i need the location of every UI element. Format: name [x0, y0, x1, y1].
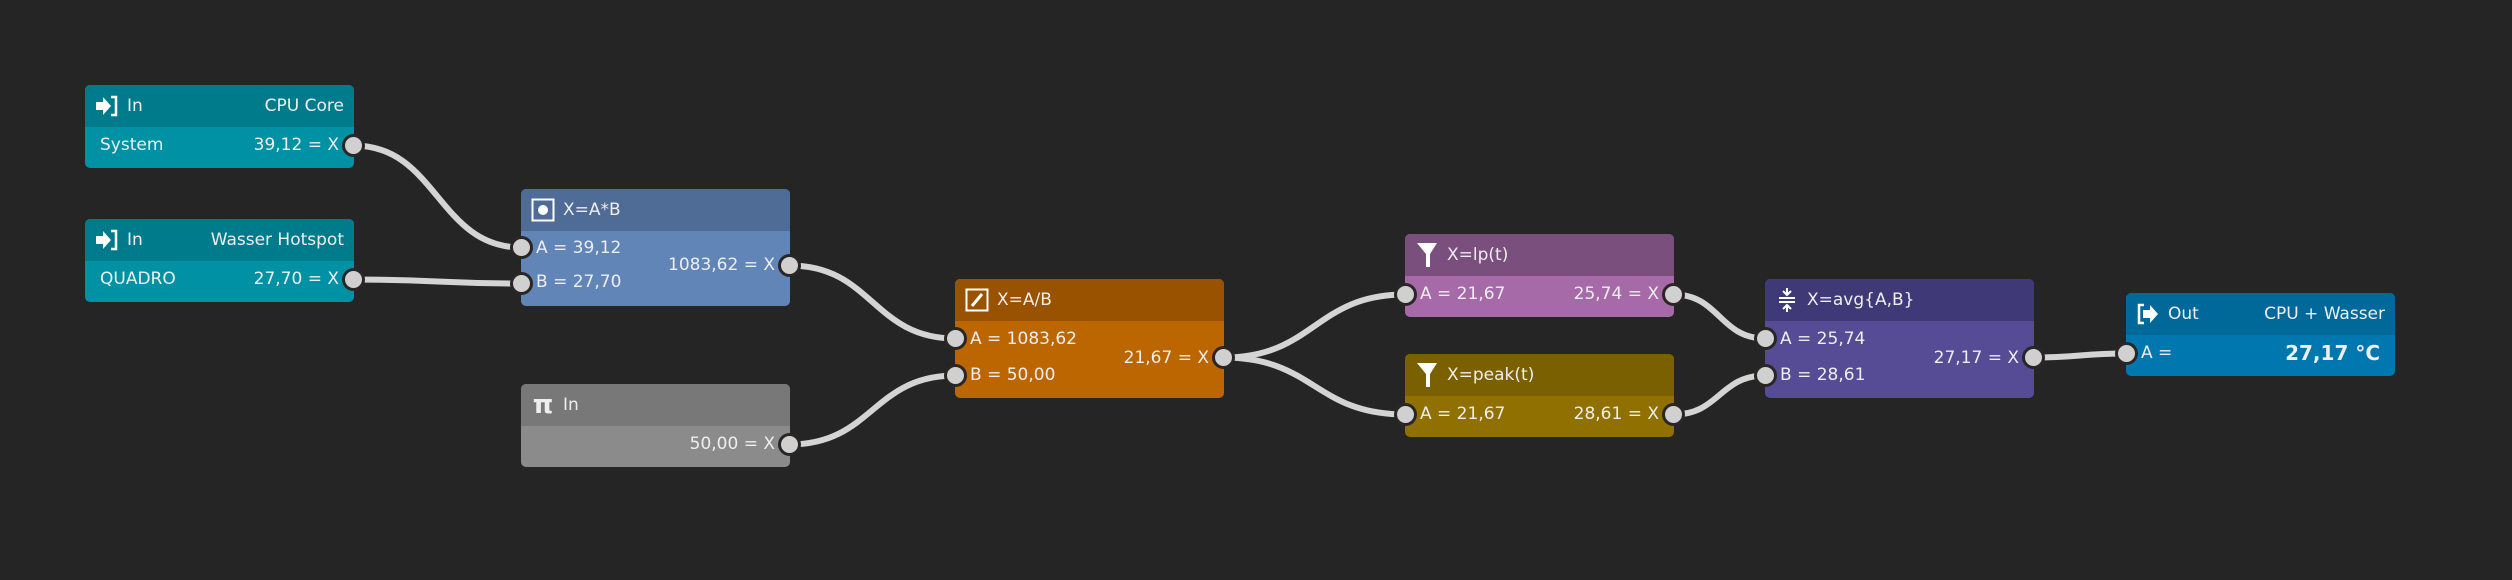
source-label: System: [100, 135, 164, 155]
node-header[interactable]: X=A/B: [955, 279, 1224, 321]
node-title: Wasser Hotspot: [210, 230, 344, 250]
input-b-value: B = 50,00: [970, 365, 1056, 385]
input-port-a[interactable]: [1394, 283, 1417, 306]
multiply-node[interactable]: X=A*B A = 39,12 B = 27,70 1083,62 = X: [510, 189, 801, 306]
node-header[interactable]: X=avg{A,B}: [1765, 279, 2034, 321]
peak-filter-node[interactable]: X=peak(t) A = 21,67 28,61 = X: [1394, 354, 1685, 437]
node-title: CPU + Wasser: [2264, 304, 2385, 324]
input-node-cpu-core[interactable]: In CPU Core System 39,12 = X: [85, 85, 365, 168]
node-body: A = 27,17 °C: [2115, 335, 2390, 371]
average-node[interactable]: X=avg{A,B} A = 25,74 B = 28,61 27,17 = X: [1754, 279, 2045, 398]
output-port[interactable]: [342, 268, 365, 291]
compress-icon: [1775, 288, 1799, 312]
input-port-a[interactable]: [510, 236, 533, 259]
input-port-b[interactable]: [1754, 364, 1777, 387]
output-value: 39,12 = X: [253, 135, 339, 155]
node-title: CPU Core: [264, 96, 344, 116]
output-value: 50,00 = X: [689, 434, 775, 454]
input-a-value: A = 21,67: [1420, 284, 1506, 304]
input-a-value: A = 39,12: [536, 238, 622, 258]
input-port-a[interactable]: [1754, 327, 1777, 350]
output-value: 28,61 = X: [1573, 404, 1659, 424]
output-port[interactable]: [778, 254, 801, 277]
node-body: System 39,12 = X: [90, 127, 365, 163]
input-port-b[interactable]: [510, 272, 533, 295]
lowpass-filter-node[interactable]: X=lp(t) A = 21,67 25,74 = X: [1394, 234, 1685, 317]
output-value: 27,70 = X: [253, 269, 339, 289]
output-value: 27,17 = X: [1933, 348, 2019, 368]
output-value: 25,74 = X: [1573, 284, 1659, 304]
connection-wire[interactable]: [1673, 291, 1766, 342]
input-port-a[interactable]: [2115, 342, 2138, 365]
node-title: X=lp(t): [1447, 245, 1509, 265]
connection-wire[interactable]: [353, 142, 522, 251]
node-type: In: [563, 395, 579, 415]
output-port[interactable]: [1662, 403, 1685, 426]
node-header[interactable]: X=lp(t): [1405, 234, 1674, 276]
input-a-label: A =: [2141, 343, 2173, 363]
output-value: 21,67 = X: [1123, 348, 1209, 368]
node-body: A = 25,74 B = 28,61 27,17 = X: [1754, 321, 2045, 393]
node-title: X=avg{A,B}: [1807, 290, 1915, 310]
connection-wire[interactable]: [1223, 354, 1406, 418]
node-body: 50,00 = X: [526, 426, 801, 462]
node-type: Out: [2168, 304, 2199, 324]
input-port-b[interactable]: [944, 364, 967, 387]
output-port[interactable]: [1662, 283, 1685, 306]
node-body: A = 21,67 28,61 = X: [1394, 396, 1685, 432]
node-header[interactable]: Out CPU + Wasser: [2126, 293, 2395, 335]
node-body: A = 21,67 25,74 = X: [1394, 276, 1685, 312]
input-a-value: A = 25,74: [1780, 329, 1866, 349]
node-title: X=A/B: [997, 290, 1052, 310]
input-b-value: B = 27,70: [536, 272, 622, 292]
node-title: X=peak(t): [1447, 365, 1535, 385]
input-a-value: A = 21,67: [1420, 404, 1506, 424]
filter-icon: [1415, 363, 1439, 387]
source-label: QUADRO: [100, 269, 176, 289]
output-temperature: 27,17 °C: [2285, 341, 2380, 365]
node-type: In: [127, 96, 143, 116]
connection-wire[interactable]: [789, 372, 956, 448]
filter-icon: [1415, 243, 1439, 267]
node-header[interactable]: X=A*B: [521, 189, 790, 231]
connection-wire[interactable]: [1223, 291, 1406, 361]
output-value: 1083,62 = X: [668, 255, 775, 275]
node-header[interactable]: In CPU Core: [85, 85, 354, 127]
output-port[interactable]: [2022, 346, 2045, 369]
pi-icon: π: [532, 390, 554, 420]
constant-node[interactable]: π In 50,00 = X: [521, 384, 801, 467]
connection-wire[interactable]: [1673, 372, 1766, 418]
multiply-dot-icon: [531, 198, 555, 222]
node-title: X=A*B: [563, 200, 621, 220]
node-header[interactable]: X=peak(t): [1405, 354, 1674, 396]
output-node-cpu-wasser[interactable]: Out CPU + Wasser A = 27,17 °C: [2115, 293, 2395, 376]
output-port[interactable]: [342, 134, 365, 157]
node-header[interactable]: In Wasser Hotspot: [85, 219, 354, 261]
input-port-a[interactable]: [944, 327, 967, 350]
sign-in-icon: [95, 94, 119, 118]
node-header[interactable]: π In: [521, 384, 790, 426]
input-node-wasser-hotspot[interactable]: In Wasser Hotspot QUADRO 27,70 = X: [85, 219, 365, 302]
input-b-value: B = 28,61: [1780, 365, 1866, 385]
connection-wire[interactable]: [2033, 350, 2127, 361]
input-port-a[interactable]: [1394, 403, 1417, 426]
connection-wire[interactable]: [789, 262, 956, 342]
connection-wire[interactable]: [353, 276, 522, 287]
node-body: A = 1083,62 B = 50,00 21,67 = X: [944, 321, 1235, 393]
sign-in-icon: [95, 228, 119, 252]
output-port[interactable]: [1212, 346, 1235, 369]
sign-out-icon: [2136, 302, 2160, 326]
divide-slash-icon: [965, 288, 989, 312]
node-body: A = 39,12 B = 27,70 1083,62 = X: [510, 231, 801, 301]
node-type: In: [127, 230, 143, 250]
input-a-value: A = 1083,62: [970, 329, 1077, 349]
output-port[interactable]: [778, 433, 801, 456]
node-body: QUADRO 27,70 = X: [90, 261, 365, 297]
divide-node[interactable]: X=A/B A = 1083,62 B = 50,00 21,67 = X: [944, 279, 1235, 398]
